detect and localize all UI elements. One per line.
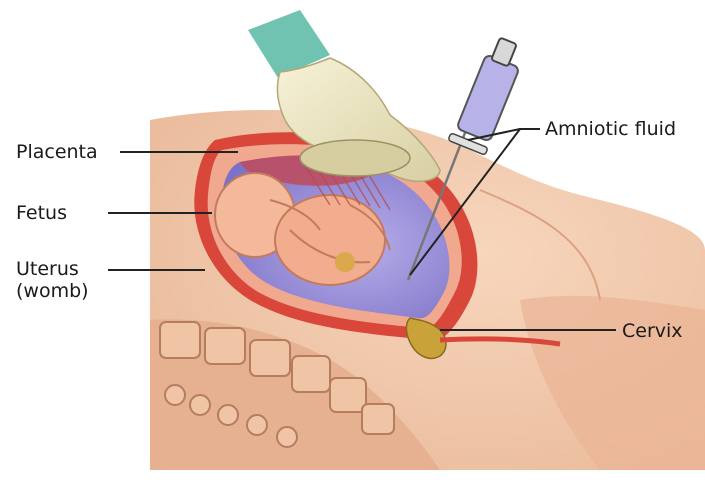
- cervix-label: Cervix: [622, 320, 683, 342]
- fetus-label: Fetus: [16, 202, 67, 224]
- womb-label: (womb): [16, 280, 89, 302]
- amniotic-fluid-label: Amniotic fluid: [545, 118, 676, 140]
- placenta-label: Placenta: [16, 141, 98, 163]
- uterus-label: Uterus: [16, 258, 79, 280]
